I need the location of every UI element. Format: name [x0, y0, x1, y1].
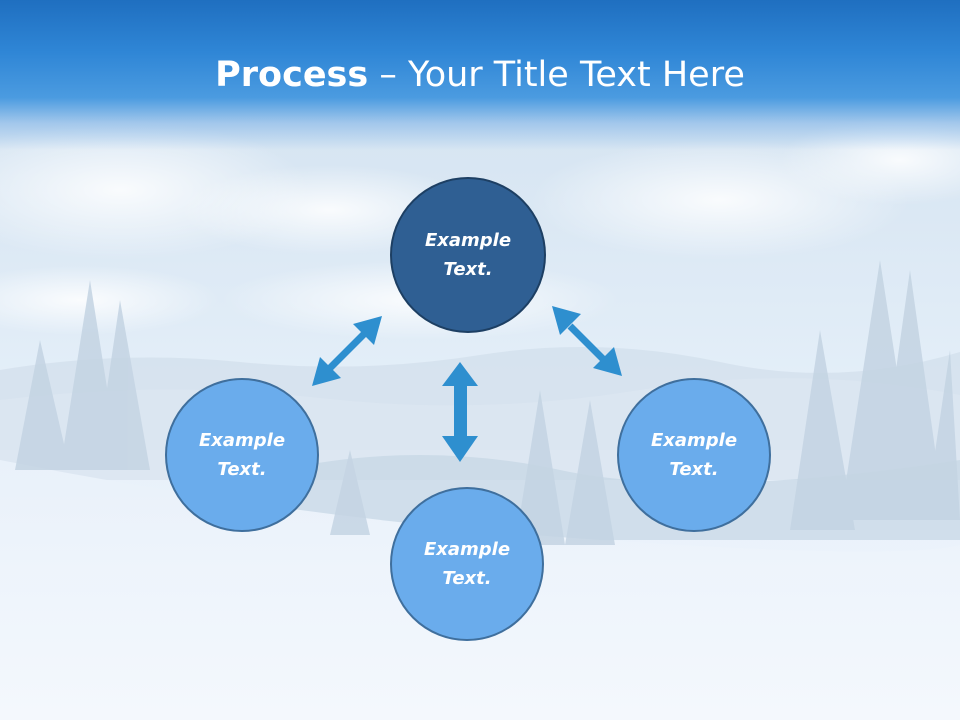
double-arrow-left-top	[312, 316, 382, 386]
node-label: Example Text.	[423, 539, 511, 589]
double-arrow-top-right	[552, 306, 622, 376]
process-node-bottom: Example Text.	[390, 487, 544, 641]
process-node-top: Example Text.	[390, 177, 546, 333]
node-label: Example Text.	[424, 230, 512, 280]
double-arrow-vertical	[442, 362, 478, 462]
title-rest: – Your Title Text Here	[368, 55, 745, 95]
title-bold: Process	[215, 55, 369, 95]
node-label: Example Text.	[198, 430, 286, 480]
process-node-left: Example Text.	[165, 378, 319, 532]
title-bar	[0, 0, 960, 150]
process-node-right: Example Text.	[617, 378, 771, 532]
slide-title: Process – Your Title Text Here	[0, 52, 960, 98]
node-label: Example Text.	[650, 430, 738, 480]
